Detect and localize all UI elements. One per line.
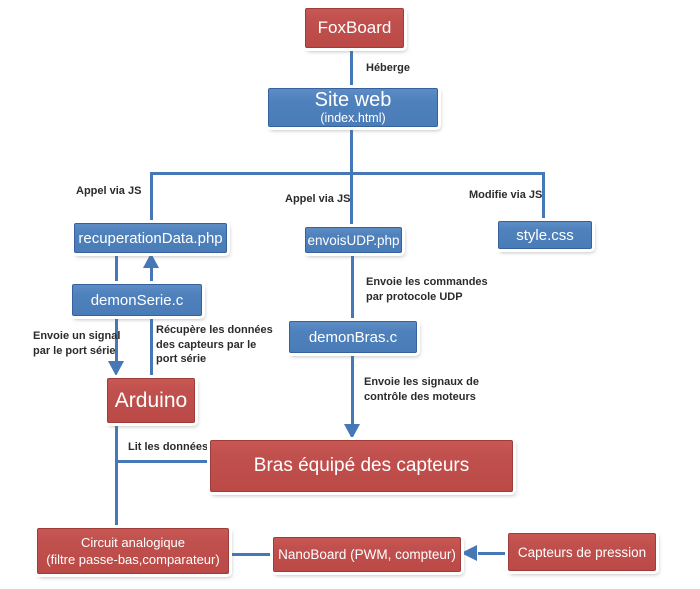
edge-label-recupere-donnees: Récupère les données des capteurs par le… <box>156 324 273 365</box>
node-site-web: Site web (index.html) <box>268 88 438 127</box>
node-bras-capteurs-label: Bras équipé des capteurs <box>253 455 470 476</box>
node-style-css: style.css <box>498 221 592 249</box>
edge-label-modifie-via-js: Modifie via JS <box>469 189 543 201</box>
connector-demonbras-bras <box>351 353 354 424</box>
arrowhead-up-recuperation-icon <box>143 253 159 268</box>
connector-branch-horizontal <box>151 172 545 175</box>
connector-branch-recuperation <box>150 172 153 223</box>
edge-label-envoie-signaux: Envoie les signaux de contrôle des moteu… <box>364 376 479 403</box>
node-capteurs-pression: Capteurs de pression <box>508 533 656 571</box>
connector-branch-stylecss <box>542 172 545 221</box>
connector-circuit-nanoboard <box>229 553 273 556</box>
node-circuit-analogique: Circuit analogique (filtre passe-bas,com… <box>37 528 229 574</box>
arrowhead-down-arduino-icon <box>108 361 124 376</box>
node-capteurs-pression-label: Capteurs de pression <box>517 544 647 560</box>
node-arduino: Arduino <box>107 378 195 423</box>
edge-label-heberge: Héberge <box>366 62 411 74</box>
node-nanoboard: NanoBoard (PWM, compteur) <box>273 537 461 572</box>
edge-label-envoie-signal: Envoie un signal par le port série <box>33 330 121 357</box>
connector-foxboard-siteweb <box>350 48 353 88</box>
node-style-css-label: style.css <box>516 226 574 244</box>
node-foxboard-label: FoxBoard <box>317 18 392 37</box>
node-arduino-label: Arduino <box>114 388 188 412</box>
node-circuit-analogique-sublabel: (filtre passe-bas,comparateur) <box>46 552 220 567</box>
connector-envoisudp-demonbras <box>351 253 354 321</box>
node-foxboard: FoxBoard <box>305 8 404 48</box>
connector-siteweb-envoisudp <box>350 127 353 227</box>
node-demonbras-c: demonBras.c <box>289 321 417 353</box>
node-envoisudp-php-label: envoisUDP.php <box>307 232 400 248</box>
node-site-web-sublabel: (index.html) <box>320 111 386 125</box>
arrowhead-left-nanoboard-icon <box>461 545 477 561</box>
node-demonserie-c-label: demonSerie.c <box>90 291 184 309</box>
connector-arduino-bras <box>115 460 210 463</box>
edge-label-envoie-commandes: Envoie les commandes par protocole UDP <box>366 276 488 303</box>
edge-label-appel-via-js-mid: Appel via JS <box>285 193 351 205</box>
node-site-web-label: Site web <box>314 89 392 111</box>
node-demonbras-c-label: demonBras.c <box>308 328 398 346</box>
node-bras-capteurs: Bras équipé des capteurs <box>210 440 513 492</box>
node-circuit-analogique-label: Circuit analogique <box>80 535 186 550</box>
edge-label-appel-via-js-left: Appel via JS <box>76 185 142 197</box>
connector-arduino-recuperation <box>150 267 153 378</box>
node-recuperationdata-php: recuperationData.php <box>74 223 227 253</box>
node-nanoboard-label: NanoBoard (PWM, compteur) <box>278 547 456 562</box>
node-demonserie-c: demonSerie.c <box>72 284 202 316</box>
arrowhead-down-bras-icon <box>344 424 360 439</box>
connector-arduino-circuit <box>115 423 118 528</box>
node-recuperationdata-php-label: recuperationData.php <box>78 229 223 247</box>
node-envoisudp-php: envoisUDP.php <box>305 227 402 253</box>
connector-capteurs-nanoboard <box>478 552 508 555</box>
edge-label-lit-donnees: Lit les données <box>128 441 209 453</box>
